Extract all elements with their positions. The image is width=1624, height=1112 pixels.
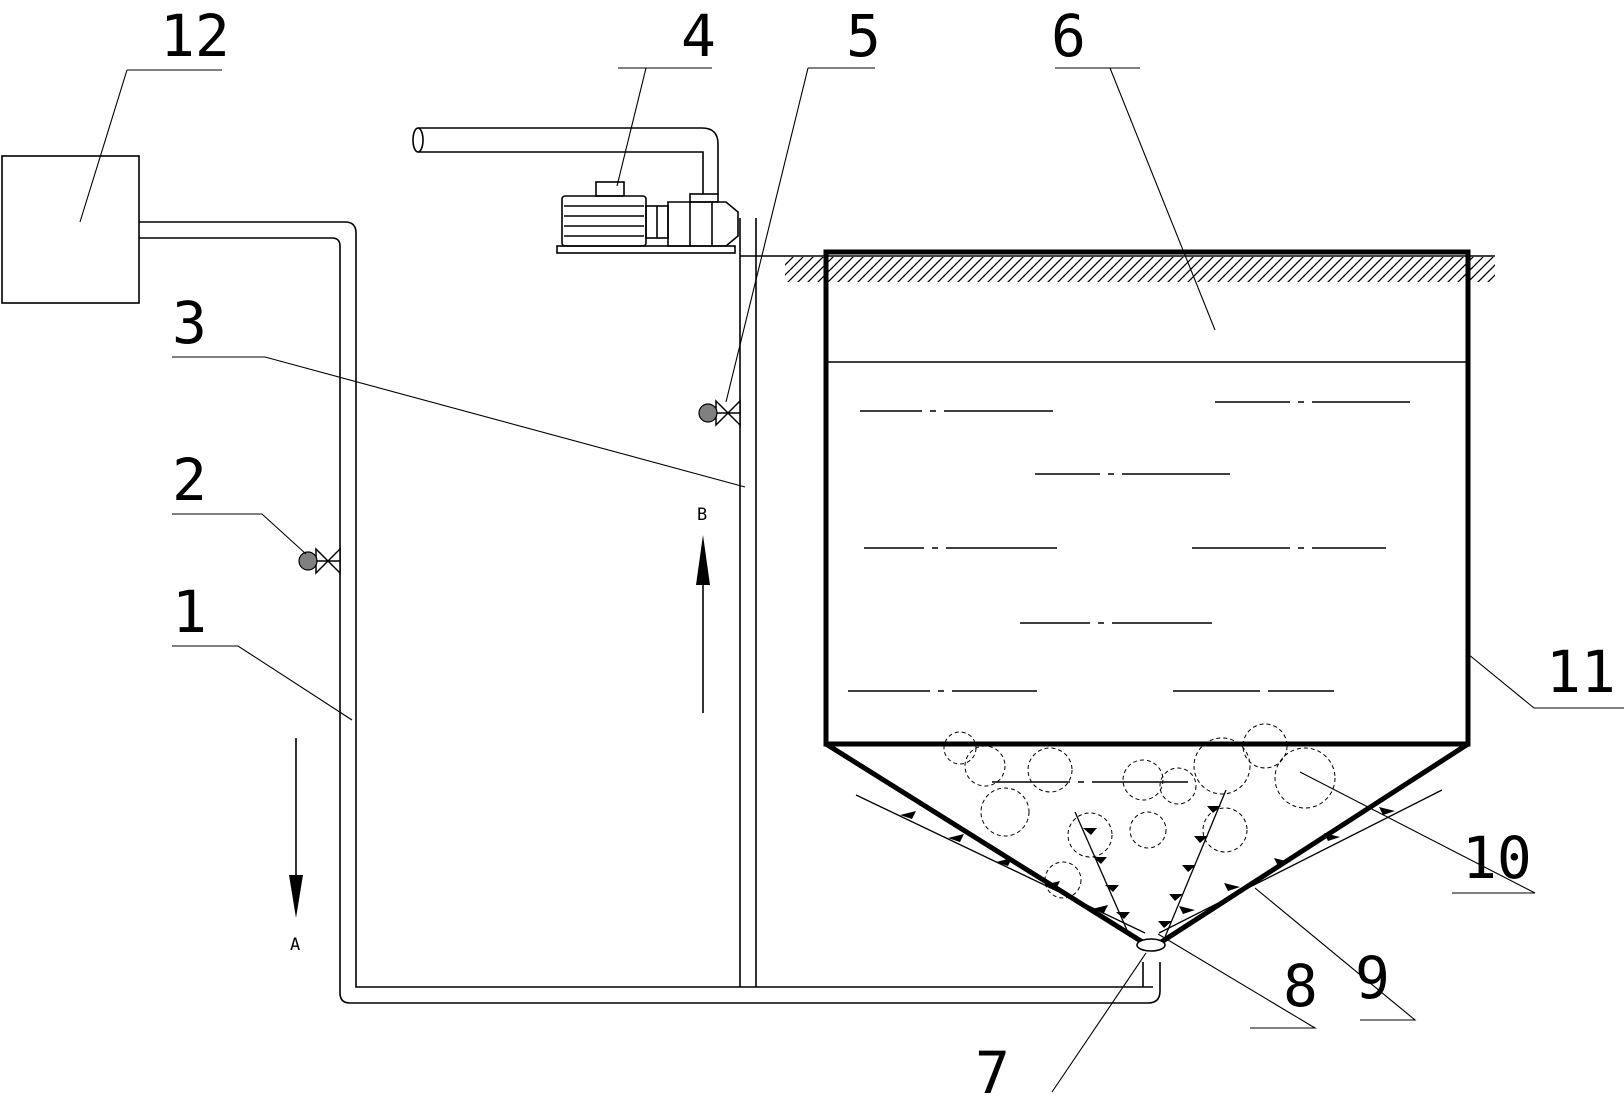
- dosing-box-12: [1, 155, 140, 304]
- label-8: 8: [1283, 952, 1318, 1020]
- valve-2: [298, 547, 341, 575]
- label-1: 1: [172, 578, 207, 646]
- pump-4: [412, 127, 739, 254]
- label-11: 11: [1546, 638, 1616, 706]
- tank-11: [823, 249, 1471, 747]
- label-2: 2: [172, 446, 207, 514]
- valve-5: [698, 399, 741, 427]
- flow-arrow-a: [289, 738, 303, 918]
- flow-label-a: A: [290, 935, 300, 955]
- label-12: 12: [160, 2, 230, 70]
- flow-label-b: B: [697, 505, 707, 525]
- label-3: 3: [172, 289, 207, 357]
- ground-surface: [740, 255, 1495, 282]
- leader-lines: [79, 67, 1624, 1093]
- label-4: 4: [681, 2, 716, 70]
- pipe-1: [139, 221, 1161, 1004]
- label-5: 5: [846, 2, 881, 70]
- label-6: 6: [1051, 2, 1086, 70]
- cone-bottom-8: [824, 741, 1470, 951]
- pipe-3: [739, 218, 1144, 987]
- flow-arrow-b: [696, 535, 710, 713]
- water-lines: [848, 401, 1410, 783]
- label-9: 9: [1355, 944, 1390, 1012]
- bubbles-10: [943, 723, 1336, 899]
- outlet-7: [1136, 938, 1166, 952]
- spikes: [900, 806, 1395, 928]
- label-10: 10: [1462, 824, 1532, 892]
- label-7: 7: [975, 1039, 1010, 1107]
